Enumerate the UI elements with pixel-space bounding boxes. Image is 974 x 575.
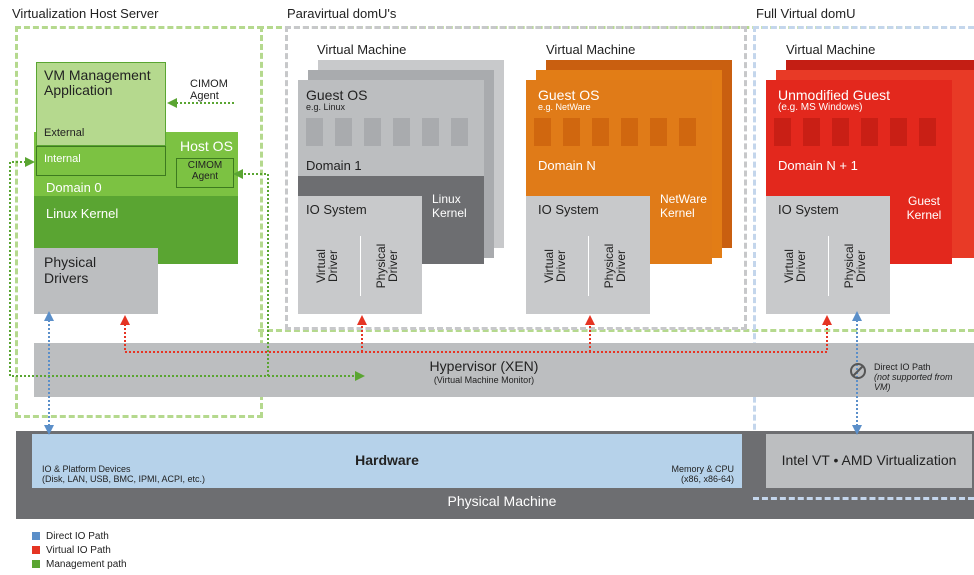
- vm3-driver-divider: [828, 236, 829, 296]
- mem-cpu-list: (x86, x86-64): [680, 474, 734, 484]
- not-supported-icon: [850, 363, 866, 379]
- vm-management-app: [36, 62, 166, 146]
- legend: Direct IO Path Virtual IO Path Managemen…: [32, 530, 127, 570]
- section-title-paravirtual: Paravirtual domU's: [287, 6, 397, 21]
- vm1-kernel-label: Linux Kernel: [432, 192, 467, 220]
- vm2-title: Virtual Machine: [546, 42, 636, 57]
- management-path-agent: [233, 169, 269, 376]
- vm3-apps: [774, 118, 944, 146]
- hardware-block: [32, 434, 742, 488]
- legend-label: Management path: [46, 558, 127, 570]
- cimom-agent-top-label: CIMOM Agent: [190, 78, 228, 102]
- direct-io-note: (not supported from VM): [874, 372, 953, 392]
- io-devices-list: (Disk, LAN, USB, BMC, IPMI, ACPI, etc.): [42, 474, 206, 484]
- vm3-domain-label: Domain N + 1: [778, 158, 858, 173]
- io-devices-label: IO & Platform Devices: [42, 464, 131, 474]
- mem-cpu-label: Memory & CPU: [671, 464, 734, 474]
- hypervisor-subtitle: (Virtual Machine Monitor): [433, 375, 535, 385]
- legend-item: Virtual IO Path: [32, 544, 127, 556]
- vm2-guest-os-sub: e.g. NetWare: [538, 102, 591, 112]
- legend-item: Management path: [32, 558, 127, 570]
- external-label: External: [44, 127, 85, 139]
- vm2-kernel-label: NetWare Kernel: [660, 192, 707, 220]
- vm1-apps: [306, 118, 476, 146]
- vm1-guest-os-label: Guest OS: [306, 87, 368, 103]
- host-os-label: Host OS: [180, 138, 233, 154]
- legend-swatch-virtual: [32, 546, 40, 554]
- vm2-apps: [534, 118, 704, 146]
- legend-swatch-direct: [32, 532, 40, 540]
- legend-label: Direct IO Path: [46, 530, 109, 542]
- vm3-kernel-label: Guest Kernel: [906, 194, 942, 222]
- vm-management-label: VM Management Application: [44, 67, 151, 98]
- vm2-driver-divider: [588, 236, 589, 296]
- vm2-domain-label: Domain N: [538, 158, 596, 173]
- vm1-guest-os-sub: e.g. Linux: [306, 102, 346, 112]
- full-virtual-bottom-border: [753, 497, 974, 500]
- vm2-io-label: IO System: [538, 202, 599, 217]
- vm3-guest-os-label: Unmodified Guest: [778, 87, 891, 103]
- vm3-title: Virtual Machine: [786, 42, 876, 57]
- vm2-guest-os-label: Guest OS: [538, 87, 600, 103]
- virtual-io-path: [120, 315, 832, 353]
- vm3-guest-os-sub: (e.g. MS Windows): [778, 102, 863, 113]
- intel-amd-label: Intel VT • AMD Virtualization: [781, 452, 957, 468]
- hypervisor-title: Hypervisor (XEN): [429, 358, 539, 374]
- vm1-title: Virtual Machine: [317, 42, 407, 57]
- management-path-outer: [9, 157, 365, 381]
- legend-label: Virtual IO Path: [46, 544, 111, 556]
- direct-io-title: Direct IO Path: [874, 362, 931, 372]
- vm3-io-label: IO System: [778, 202, 839, 217]
- intel-amd-block: [766, 434, 972, 488]
- section-title-host: Virtualization Host Server: [12, 6, 159, 21]
- section-title-full: Full Virtual domU: [756, 6, 856, 21]
- hardware-title: Hardware: [355, 452, 419, 468]
- legend-swatch-management: [32, 560, 40, 568]
- physical-machine-label: Physical Machine: [447, 493, 557, 509]
- legend-item: Direct IO Path: [32, 530, 127, 542]
